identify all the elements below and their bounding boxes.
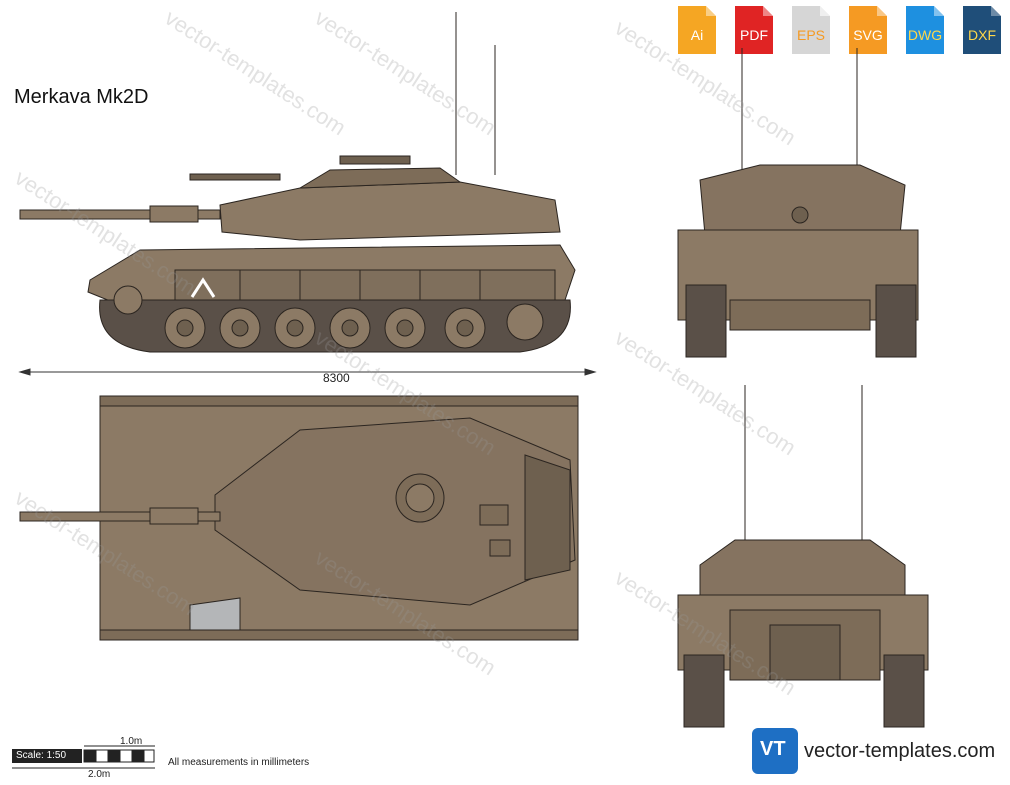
- brand[interactable]: VT vector-templates.com: [752, 728, 1008, 778]
- rear-view: [677, 385, 929, 728]
- dimension-line: [18, 368, 597, 376]
- vt-logo-icon: [752, 728, 798, 774]
- side-view: [19, 12, 576, 353]
- length-dimension-label: 8300: [323, 371, 350, 385]
- ai-file-icon[interactable]: Ai: [672, 6, 722, 54]
- scale-one-meter: 1.0m: [120, 736, 143, 747]
- measurement-note: All measurements in millimeters: [168, 757, 310, 768]
- dxf-file-icon[interactable]: DXF: [957, 6, 1007, 54]
- format-icons: Ai PDF EPS SVG DWG DXF: [672, 6, 1007, 54]
- front-view: [677, 48, 919, 358]
- top-view: [19, 395, 579, 641]
- dwg-file-icon[interactable]: DWG: [900, 6, 950, 54]
- scale-bar: [12, 745, 155, 769]
- svg-file-icon[interactable]: SVG: [843, 6, 893, 54]
- eps-file-icon[interactable]: EPS: [786, 6, 836, 54]
- scale-label: Scale: 1:50: [12, 749, 82, 763]
- pdf-file-icon[interactable]: PDF: [729, 6, 779, 54]
- scale-two-meter: 2.0m: [88, 769, 111, 780]
- brand-logo-text: VT: [760, 738, 786, 760]
- page-title: Merkava Mk2D: [14, 86, 149, 108]
- brand-url[interactable]: vector-templates.com: [804, 740, 996, 762]
- scale-legend: Scale: 1:50 1.0m 2.0m All measurements i…: [12, 736, 332, 783]
